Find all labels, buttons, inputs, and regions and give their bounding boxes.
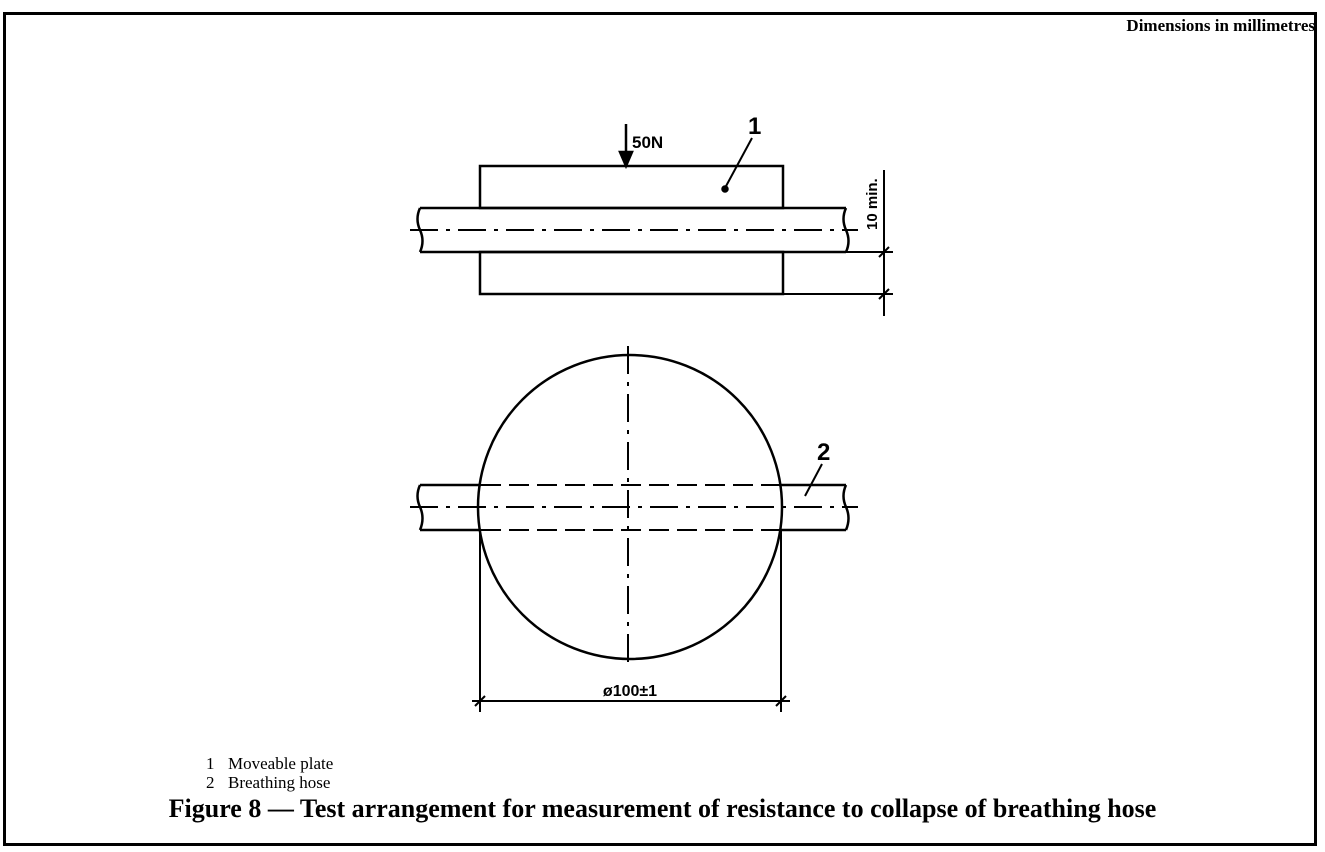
callout-1-leader — [724, 137, 753, 189]
units-note: Dimensions in millimetres — [1126, 16, 1315, 35]
callout-1-number: 1 — [748, 113, 761, 140]
callout-2-leader — [804, 463, 823, 497]
figure-frame — [3, 12, 1317, 846]
clearance-dimension-label: 10 min. — [864, 178, 881, 230]
legend-item: 1 Moveable plate — [206, 754, 333, 773]
legend-text: Moveable plate — [228, 754, 334, 773]
hose-side-view — [420, 206, 846, 254]
legend-text: Breathing hose — [228, 773, 331, 792]
upper-plate — [478, 164, 785, 210]
lower-plate — [478, 250, 785, 296]
hose-plan-view-outer — [420, 483, 846, 532]
legend-number: 1 — [206, 754, 215, 773]
force-label: 50N — [632, 133, 663, 152]
hose-plan-view-hidden — [481, 484, 779, 531]
legend: 1 Moveable plate 2 Breathing hose — [206, 754, 333, 792]
diameter-dimension-label: ø100±1 — [603, 683, 657, 700]
legend-item: 2 Breathing hose — [206, 773, 333, 792]
legend-number: 2 — [206, 773, 215, 792]
figure-caption: Figure 8 — Test arrangement for measurem… — [168, 794, 1157, 823]
force-arrow-head — [618, 150, 634, 170]
callout-2-number: 2 — [817, 439, 830, 466]
